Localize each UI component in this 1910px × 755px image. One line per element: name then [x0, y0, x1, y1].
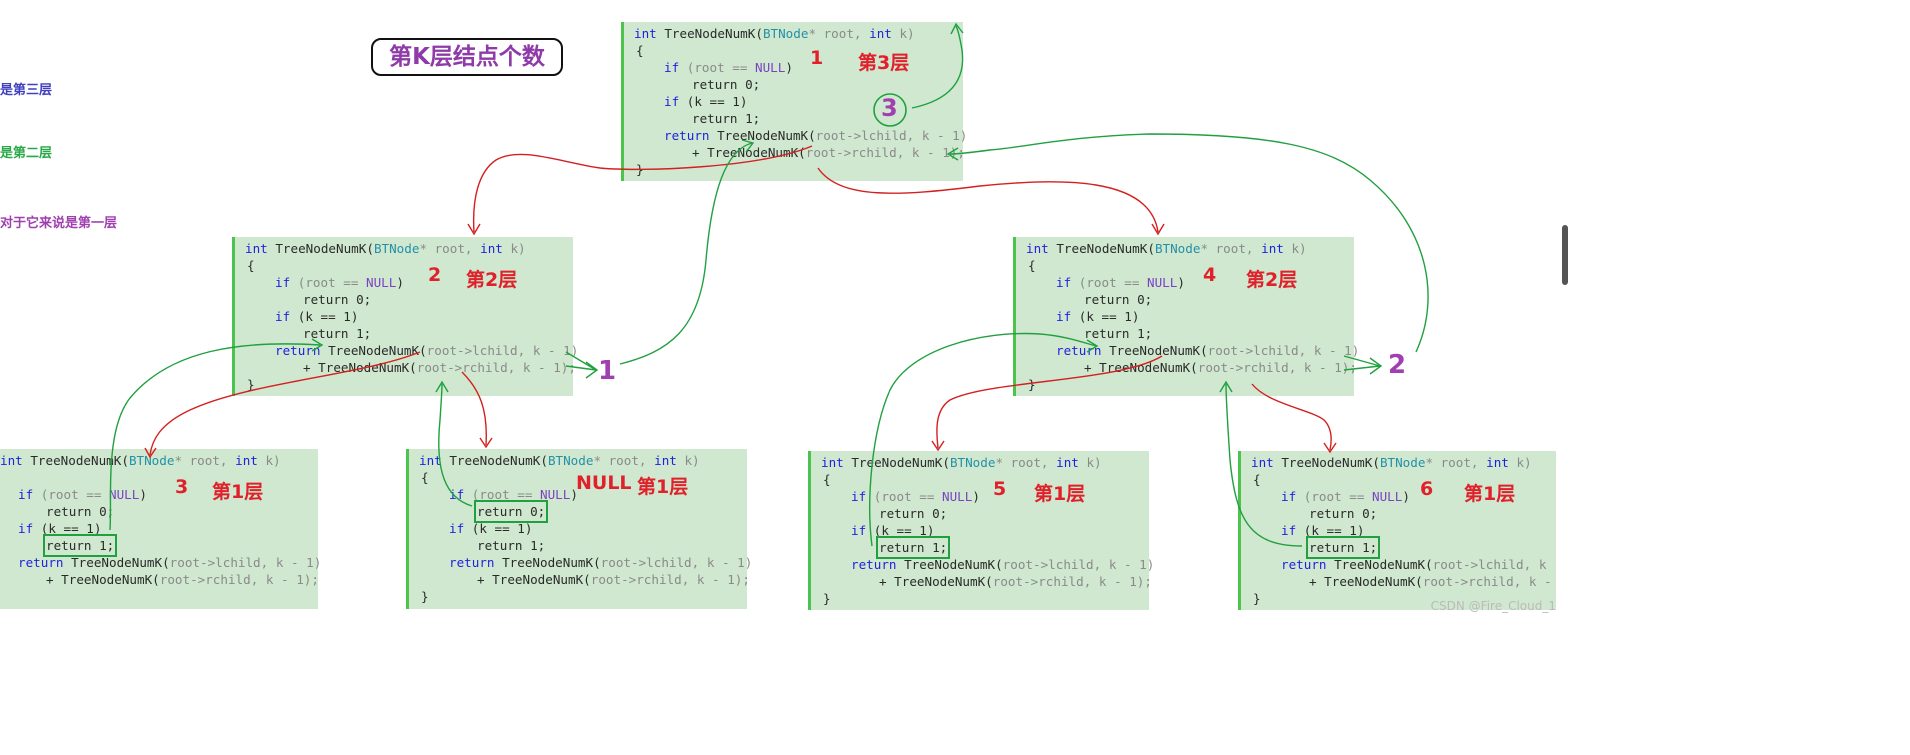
diagram-title: 第K层结点个数 — [371, 38, 563, 76]
code-panel-leaf-6: int TreeNodeNumK(BTNode* root, int k) { … — [1238, 451, 1556, 610]
side-label-level3: 是第三层 — [0, 83, 53, 98]
panel-leaf6-level: 第1层 — [1464, 483, 1516, 505]
panel-leaf6-num: 6 — [1420, 478, 1434, 500]
right-subtree-result: 2 — [1388, 350, 1407, 380]
panel-leaf3-num: 3 — [175, 476, 189, 498]
panel-leaf5-level: 第1层 — [1034, 483, 1086, 505]
code-panel-right: int TreeNodeNumK(BTNode* root, int k) { … — [1013, 237, 1359, 396]
code-panel-leaf-3: int TreeNodeNumK(BTNode* root, int k) if… — [0, 449, 321, 609]
side-label-level1: 对于它来说是第一层 — [0, 216, 118, 231]
panel-null-num: NULL — [576, 472, 632, 494]
left-subtree-result: 1 — [598, 356, 617, 386]
code-panel-leaf-null: int TreeNodeNumK(BTNode* root, int k) { … — [406, 449, 752, 609]
side-label-level2: 是第二层 — [0, 146, 53, 161]
panel-left-num: 2 — [428, 264, 442, 286]
code-panel-left: int TreeNodeNumK(BTNode* root, int k) { … — [232, 237, 578, 396]
panel-left-level: 第2层 — [466, 269, 518, 291]
panel-right-level: 第2层 — [1246, 269, 1298, 291]
scrollbar[interactable] — [1562, 225, 1568, 285]
panel-root-level: 第3层 — [858, 52, 910, 74]
code-panel-leaf-5: int TreeNodeNumK(BTNode* root, int k) { … — [808, 451, 1154, 610]
panel-right-num: 4 — [1203, 264, 1217, 286]
panel-null-level: 第1层 — [637, 476, 689, 498]
panel-leaf3-level: 第1层 — [212, 481, 264, 503]
watermark: CSDN @Fire_Cloud_1 — [1430, 599, 1556, 613]
root-result: 3 — [881, 94, 898, 122]
panel-root-num: 1 — [810, 47, 824, 69]
panel-leaf5-num: 5 — [993, 478, 1007, 500]
code-panel-root: int TreeNodeNumK(BTNode* root, int k) { … — [621, 22, 967, 181]
